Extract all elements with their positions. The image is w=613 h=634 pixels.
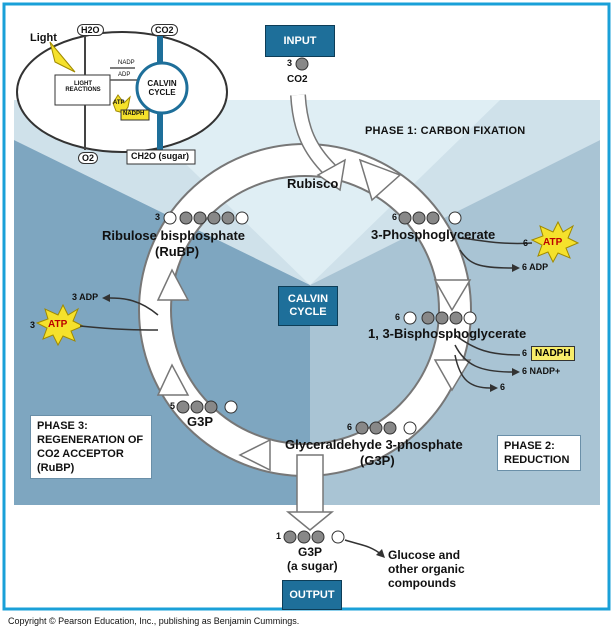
pi6-label: 6 [500, 382, 506, 392]
atp-mini-label: ATP [113, 100, 125, 106]
glucose-line3: compounds [388, 576, 456, 590]
rubisco-label: Rubisco [287, 176, 339, 191]
nadph6-count: 6 [522, 348, 528, 358]
phase3-line2: REGENERATION OF [37, 434, 144, 446]
phase3-line4: (RuBP) [37, 462, 75, 474]
adp-mini-label: ADP [118, 72, 131, 78]
nadph-mini-label: NADPH [123, 111, 145, 117]
phase1-inner [120, 100, 500, 285]
g3p5-count: 5 [170, 401, 176, 411]
copyright: Copyright © Pearson Education, Inc., pub… [8, 616, 300, 626]
h2o-label: H2O [77, 24, 104, 36]
rubp-count: 3 [155, 212, 161, 222]
atp-star-right [530, 220, 580, 264]
atp6-label: ATP [543, 237, 563, 248]
phase2-line1: PHASE 2: [504, 440, 555, 452]
light-reactions-label: LIGHT REACTIONS [65, 81, 101, 93]
bpg-count: 6 [395, 312, 401, 322]
light-label: Light [30, 32, 57, 44]
ring-arrow-5 [156, 363, 190, 396]
sugar-label: CH2O (sugar) [131, 151, 190, 161]
output-box: OUTPUT [282, 580, 342, 610]
glucose-line2: other organic [388, 562, 465, 576]
nadp6-label: 6 NADP+ [522, 366, 561, 376]
calvin-mini-label: CALVIN CYCLE [147, 79, 177, 97]
co2-input-label: CO2 [287, 74, 308, 85]
phase3-line3: CO2 ACCEPTOR [37, 448, 124, 460]
calvin-cycle-center: CALVIN CYCLE [278, 286, 338, 326]
phase2-box: PHASE 2: REDUCTION [497, 435, 581, 471]
phase3-box: PHASE 3: REGENERATION OF CO2 ACCEPTOR (R… [30, 415, 152, 479]
glucose-line1: Glucose and [388, 548, 461, 562]
g3p1-count: 1 [276, 531, 282, 541]
input-box: INPUT [265, 25, 335, 57]
adp6-label: 6 ADP [522, 262, 549, 272]
ring-arrow-3 [433, 359, 472, 392]
ring-arrow-4 [238, 438, 271, 472]
g3p6-count: 6 [347, 422, 353, 432]
atp-star-left [35, 303, 85, 347]
pga-name: 3-Phosphoglycerate [371, 227, 496, 242]
adp3-label: 3 ADP [72, 292, 99, 302]
sugar-box [126, 149, 196, 165]
co2-mini-label: CO2 [151, 24, 178, 36]
pga-count: 6 [392, 212, 398, 222]
g3p6-abbr: (G3P) [360, 453, 395, 468]
center-line2: CYCLE [289, 306, 327, 318]
phase3-line1: PHASE 3: [37, 420, 88, 432]
input-arrow [291, 94, 335, 175]
glucose-text: Glucose and other organic compounds [388, 548, 465, 590]
phase2-line2: REDUCTION [504, 454, 570, 466]
rubp-name: Ribulose bisphosphate [102, 228, 246, 243]
nadph6-label: NADPH [531, 346, 575, 361]
rubp-abbr: (RuBP) [155, 244, 200, 259]
ring-arrow-2 [433, 279, 472, 312]
g3p1-desc: (a sugar) [287, 559, 338, 573]
chloroplast [16, 31, 228, 153]
atp3-label: ATP [48, 319, 68, 330]
g3p1-name: G3P [298, 545, 323, 559]
atp3-count: 3 [30, 320, 36, 330]
g3p5-name: G3P [187, 414, 214, 429]
ring-arrow-6 [156, 268, 190, 301]
ring-arrow-1 [358, 158, 402, 202]
co2-input-count: 3 [287, 58, 293, 68]
nadp-mini-label: NADP [118, 60, 135, 66]
light-reactions-box [54, 74, 111, 106]
o2-label: O2 [78, 152, 99, 164]
bpg-name: 1, 3-Bisphosphoglycerate [368, 326, 527, 341]
center-line1: CALVIN [287, 293, 329, 305]
g3p6-name: Glyceraldehyde 3-phosphate [285, 437, 463, 452]
output-arrow [296, 454, 324, 516]
phase1-label: PHASE 1: CARBON FIXATION [365, 125, 526, 137]
atp6-count: 6 [523, 238, 529, 248]
